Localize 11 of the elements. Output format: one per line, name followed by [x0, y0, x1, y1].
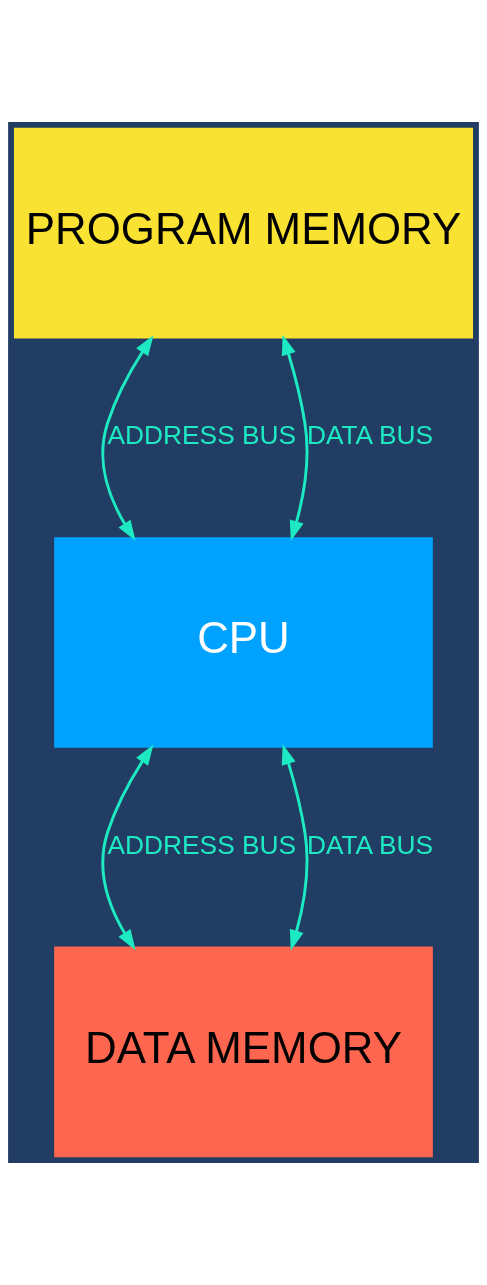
arrow	[281, 334, 309, 542]
node-box: DATA MEMORY	[54, 946, 433, 1158]
edge-label: ADDRESS BUS	[107, 420, 297, 451]
node-box: CPU	[54, 537, 433, 748]
node-box: PROGRAM MEMORY	[13, 127, 474, 339]
edge-label: DATA BUS	[306, 829, 434, 860]
arrow	[101, 335, 154, 541]
edge-label: DATA BUS	[306, 420, 434, 451]
edge-label: ADDRESS BUS	[107, 829, 297, 860]
arrow	[101, 744, 154, 951]
arrow	[281, 744, 309, 951]
